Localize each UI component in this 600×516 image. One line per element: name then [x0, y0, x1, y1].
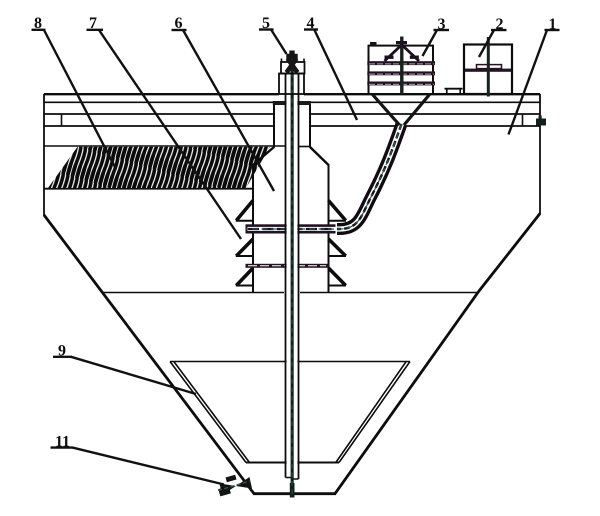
svg-text:11: 11 [55, 434, 70, 451]
svg-text:5: 5 [262, 15, 270, 32]
svg-text:9: 9 [58, 343, 66, 360]
svg-text:7: 7 [89, 15, 97, 32]
svg-text:6: 6 [175, 15, 183, 32]
svg-text:4: 4 [307, 15, 315, 32]
svg-text:1: 1 [549, 16, 557, 33]
svg-text:2: 2 [496, 16, 504, 33]
svg-text:8: 8 [34, 15, 42, 32]
svg-text:3: 3 [438, 16, 446, 33]
